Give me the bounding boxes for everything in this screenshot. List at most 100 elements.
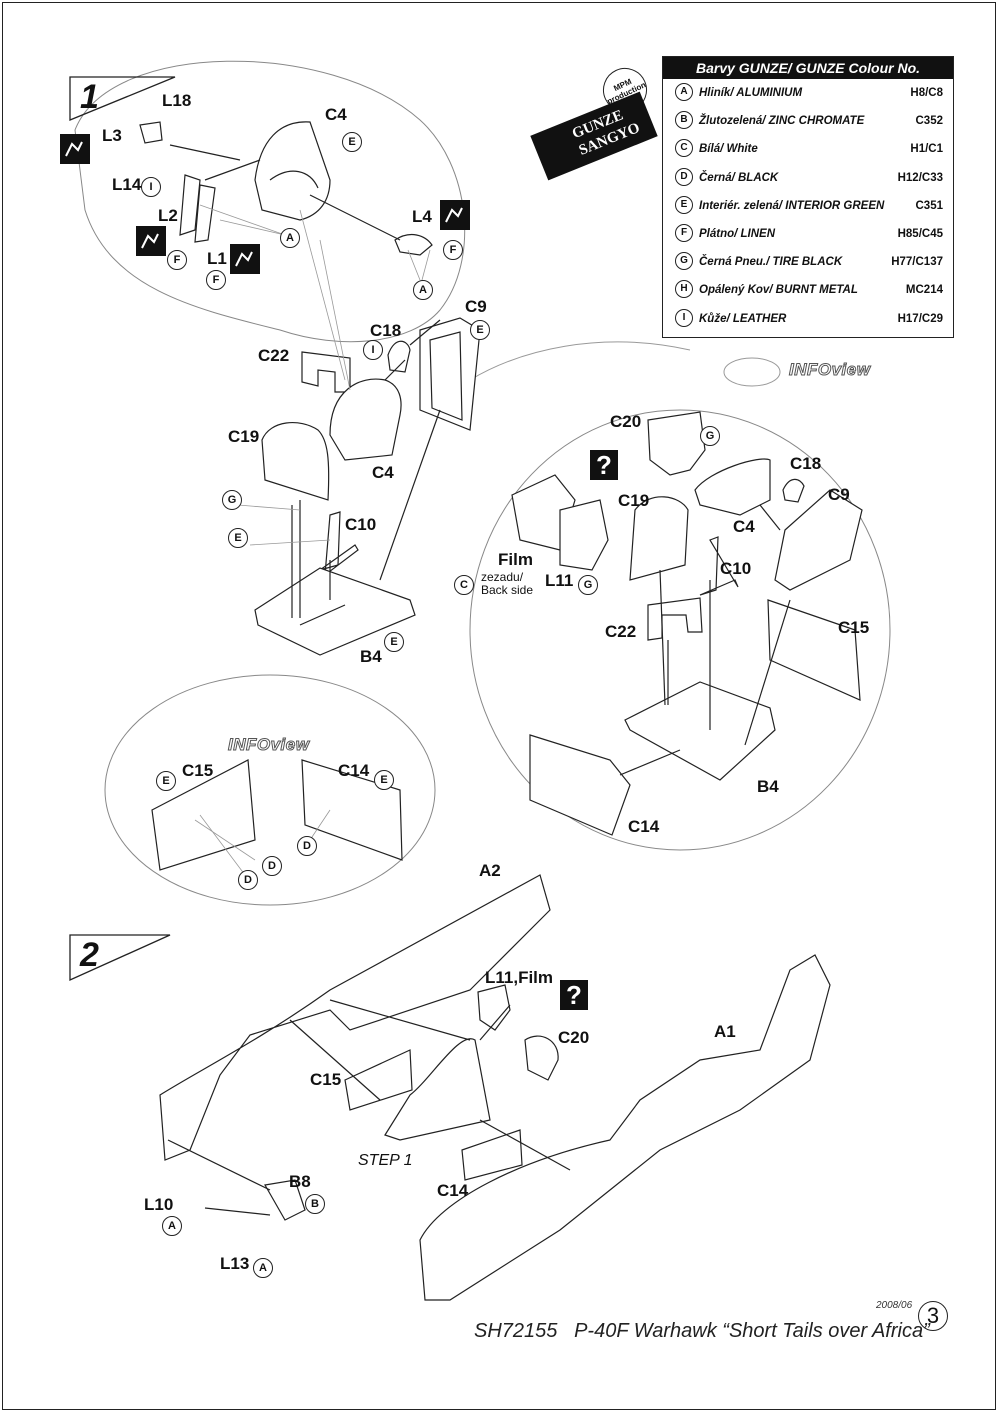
- colour-badge-a: A: [162, 1216, 182, 1236]
- label-c15-detail: C15: [838, 618, 870, 637]
- label-c19: C19: [228, 427, 260, 446]
- question-icon: ?: [590, 450, 618, 480]
- label-l4: L4: [412, 207, 432, 226]
- colour-badge-b: B: [305, 1194, 325, 1214]
- colour-badge-f: F: [206, 270, 226, 290]
- detail-ellipse-bulkheads: [104, 674, 436, 906]
- label-c9-detail: C9: [828, 485, 850, 504]
- colour-badge-e: E: [470, 320, 490, 340]
- colour-badge-g: G: [222, 490, 242, 510]
- footer-title: SH72155 P-40F Warhawk “Short Tails over …: [474, 1320, 930, 1343]
- label-a2: A2: [479, 861, 501, 880]
- label-l10: L10: [144, 1195, 174, 1214]
- colour-badge-e: E: [156, 771, 176, 791]
- label-c15-info: C15: [182, 761, 214, 780]
- label-b4-detail: B4: [757, 777, 779, 796]
- label-film: Film: [498, 550, 533, 569]
- colour-badge-c: C: [454, 575, 474, 595]
- infoview-label: INFOview: [788, 360, 871, 380]
- label-l13: L13: [220, 1254, 250, 1273]
- step-2-number: 2: [80, 936, 99, 974]
- label-c10-detail: C10: [720, 559, 752, 578]
- step1-frame: [69, 76, 176, 121]
- question-icon: ?: [560, 980, 588, 1010]
- label-b4: B4: [360, 647, 382, 666]
- label-c4-detail: C4: [733, 517, 755, 536]
- label-l3: L3: [102, 126, 122, 145]
- label-a1: A1: [714, 1022, 736, 1041]
- flip-part-icon: [136, 226, 166, 256]
- label-c14-step2: C14: [437, 1181, 469, 1200]
- label-c22: C22: [258, 346, 290, 365]
- colour-badge-g: G: [578, 575, 598, 595]
- kit-code: SH72155: [474, 1320, 558, 1342]
- colour-badge-a: A: [253, 1258, 273, 1278]
- infoview-bubble: [723, 357, 781, 387]
- colour-badge-d: D: [262, 856, 282, 876]
- colour-badge-e: E: [384, 632, 404, 652]
- colour-badge-a: A: [413, 280, 433, 300]
- label-c15-step2: C15: [310, 1070, 342, 1089]
- flip-part-icon: [230, 244, 260, 274]
- part-c15-detail: [767, 599, 861, 701]
- label-l14: L14: [112, 175, 142, 194]
- label-c20: C20: [610, 412, 642, 431]
- fuselage-a2: [159, 874, 551, 1161]
- label-c10: C10: [345, 515, 377, 534]
- kit-title: P-40F Warhawk “Short Tails over Africa”: [574, 1320, 930, 1342]
- part-c19: [261, 422, 330, 501]
- infoview-label: INFOview: [227, 735, 310, 755]
- label-c4-mid: C4: [372, 463, 394, 482]
- step-1-number: 1: [80, 78, 99, 116]
- label-c14-info: C14: [338, 761, 370, 780]
- label-c22-detail: C22: [605, 622, 637, 641]
- part-b4: [254, 567, 416, 656]
- label-b8: B8: [289, 1172, 311, 1191]
- label-c9: C9: [465, 297, 487, 316]
- step1-reference: STEP 1: [358, 1152, 413, 1169]
- colour-badge-f: F: [443, 240, 463, 260]
- film-note-2: Back side: [481, 583, 534, 597]
- part-c9-detail: [774, 489, 863, 591]
- label-c4: C4: [325, 105, 347, 124]
- colour-badge-d: D: [297, 836, 317, 856]
- flip-part-icon: [60, 134, 90, 164]
- label-c18: C18: [370, 321, 402, 340]
- label-l11: L11: [545, 571, 574, 590]
- print-date: 2008/06: [876, 1300, 913, 1311]
- colour-table-title: Barvy GUNZE/ GUNZE Colour No.: [663, 57, 953, 79]
- label-l11-film: L11,Film: [485, 968, 554, 987]
- label-l2: L2: [158, 206, 178, 225]
- callout-ellipse-seat: [74, 60, 466, 343]
- part-c14-detail: [529, 734, 631, 836]
- detail-circle-cockpit: [469, 409, 891, 851]
- part-b4-detail: [624, 681, 776, 781]
- colour-badge-i: I: [363, 340, 383, 360]
- film-note-1: zezadu/: [481, 570, 524, 584]
- part-c20-panel: [647, 411, 706, 476]
- label-c19-detail: C19: [618, 491, 650, 510]
- colour-badge-e: E: [374, 770, 394, 790]
- colour-badge-d: D: [238, 870, 258, 890]
- colour-badge-e: E: [342, 132, 362, 152]
- step2-frame: [69, 934, 171, 982]
- label-c14-detail: C14: [628, 817, 660, 836]
- colour-badge-g: G: [700, 426, 720, 446]
- part-c9: [419, 317, 481, 431]
- label-c18-detail: C18: [790, 454, 822, 473]
- label-l1: L1: [207, 249, 227, 268]
- label-c20-step2: C20: [558, 1028, 590, 1047]
- page-number: 3: [918, 1301, 948, 1331]
- colour-badge-a: A: [280, 228, 300, 248]
